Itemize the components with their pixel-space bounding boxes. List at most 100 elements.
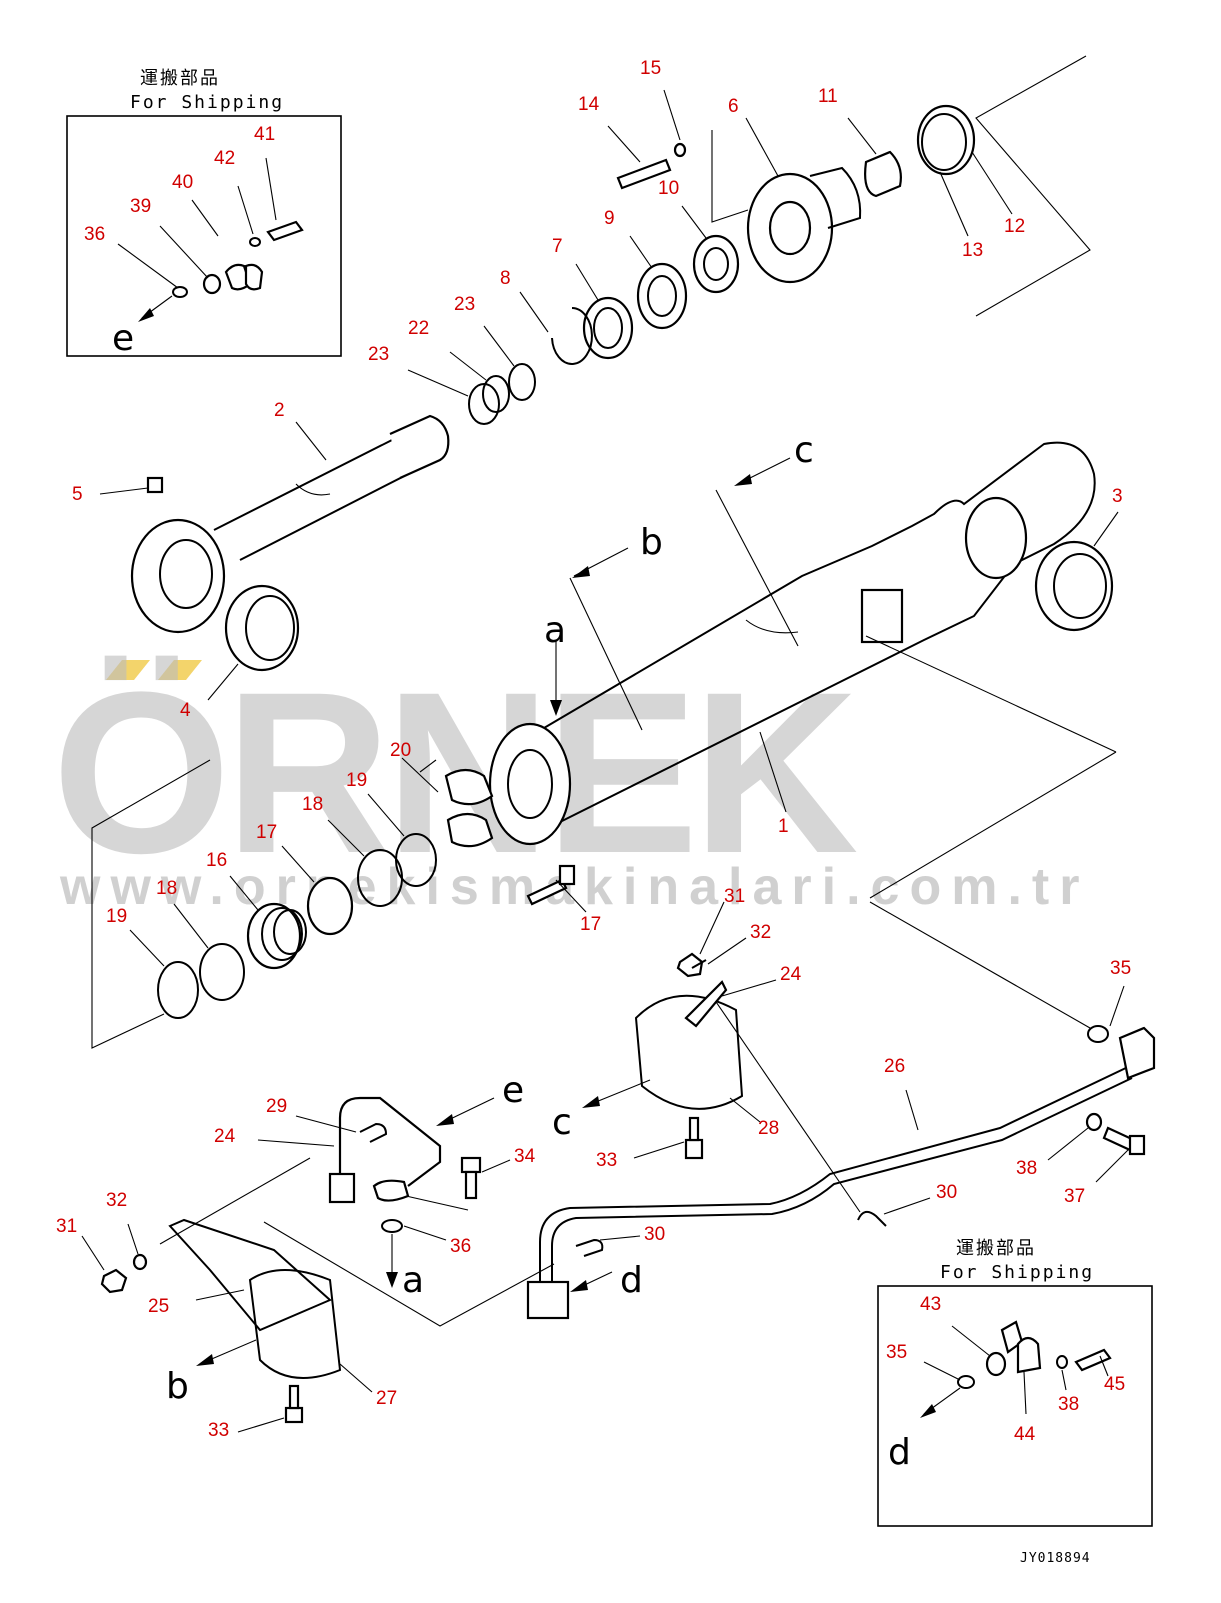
callout-18-upper: 18 [302,794,323,815]
tube-end-bore [507,749,553,819]
callout-11: 11 [818,86,838,107]
nut-10 [692,234,740,294]
callout-31-upper: 31 [724,886,745,907]
cylinder-head-6-body [809,166,862,229]
leader-35-box [923,1361,961,1381]
callout-14: 14 [578,94,600,115]
bolt-21 [526,878,568,906]
ring-23-upper [508,363,536,401]
leader-25 [905,1089,919,1131]
bolt-33-lower-head [284,1406,304,1424]
rod-break [295,483,331,496]
ubolt-29 [359,1122,388,1143]
connector-27-24 [159,1157,311,1245]
leader-36-mid [403,1225,447,1241]
clamp-20-a [444,768,494,806]
shipping-box-top: 運搬部品 For Shipping e 36 39 40 41 42 [66,68,342,359]
bolt-33-lower-shank [288,1384,300,1410]
leader-29 [295,1115,357,1133]
bolt-34-shank [464,1170,478,1200]
shipping-box-bottom-title-jp: 運搬部品 [956,1238,1036,1259]
bracket-26 [684,980,728,1028]
arrow-a-low-head [386,1272,398,1288]
nut-31-upper [676,952,704,978]
shipping-box-bottom-frame [877,1285,1153,1527]
leader-18-upper [327,819,365,857]
callout-13: 13 [962,240,983,261]
callout-23-upper: 23 [454,294,475,315]
ring-23-lower [468,383,500,425]
leader-tube-port [865,635,1117,753]
ubolt-30-lower [575,1238,604,1257]
leader-2 [295,421,327,461]
tube-break [745,619,799,634]
pipe-25-end-flange [1118,1026,1156,1080]
view-letter-d-mid: d [620,1260,643,1301]
arrow-a-top-head [550,700,562,716]
callout-20: 20 [390,740,411,761]
leader-5 [99,487,149,495]
view-letter-b-low: b [166,1366,189,1407]
bushing-3-inner [1053,553,1107,619]
bolt-33-upper-shank [688,1116,700,1142]
shipping-box-bottom-title-en: For Shipping [940,1262,1094,1283]
callout-22: 22 [408,318,429,339]
leader-45 [1099,1355,1109,1377]
leader-39 [159,225,209,279]
callout-4: 4 [180,700,191,721]
leader-38-box [1061,1369,1067,1391]
view-letter-b-top: b [640,522,663,563]
callout-40: 40 [172,172,193,193]
callout-2: 2 [274,400,285,421]
leader-13 [939,171,969,237]
piston-16-groove-a [261,907,303,961]
washer-32-upper [691,959,707,969]
cylinder-head-assembly: 14 15 6 10 9 7 8 23 22 23 11 12 13 [368,55,1091,425]
arrow-e-head [138,308,154,322]
ring-19-lower [157,961,199,1019]
bolt-21-head [558,864,576,886]
leader-24 [257,1139,335,1147]
nut-31-lower [100,1268,128,1294]
leader-41 [265,157,277,221]
watermark-accent-left [106,660,150,680]
bolt-33-upper-head [684,1138,704,1160]
nut-10-inner [703,247,729,281]
arrow-c-top-head [734,474,752,486]
rod-body [213,435,422,561]
callout-43: 43 [920,1294,941,1315]
section-c-line [715,489,799,647]
bracket-right [975,55,1091,317]
arrow-b-low-head [196,1354,214,1366]
callout-5: 5 [72,484,83,505]
leader-35-mid [1109,985,1125,1027]
bolt-41 [266,220,304,242]
cylinder-tube-1: 1 3 a b c 17 [488,430,1123,935]
callout-39: 39 [130,196,151,217]
ring-22 [482,375,510,413]
callout-7: 7 [552,236,563,257]
port-block [860,588,904,644]
leader-31-upper [699,901,725,955]
tube-outline [543,441,1096,831]
callout-16: 16 [206,850,227,871]
callout-25: 26 [884,1056,905,1077]
cylinder-head-6-bore [768,200,812,256]
grease-fitting-5 [146,476,164,494]
leader-19-upper [367,793,405,837]
bushing-4 [224,584,300,672]
washer-15 [673,142,687,158]
bolt-34-head [460,1156,482,1174]
callout-3: 3 [1112,486,1123,507]
callout-17: 17 [256,822,277,843]
rod-end [389,414,450,480]
callout-30-upper: 30 [936,1182,957,1203]
leader-27 [195,1289,245,1301]
callout-36-mid: 36 [450,1236,471,1257]
shipping-box-bottom: 運搬部品 For Shipping d 35 38 43 44 45 [877,1238,1153,1527]
callout-15: 15 [640,58,661,79]
bracket-20 [419,759,437,773]
callout-12: 12 [1004,216,1025,237]
band-28-lower [248,1269,342,1379]
